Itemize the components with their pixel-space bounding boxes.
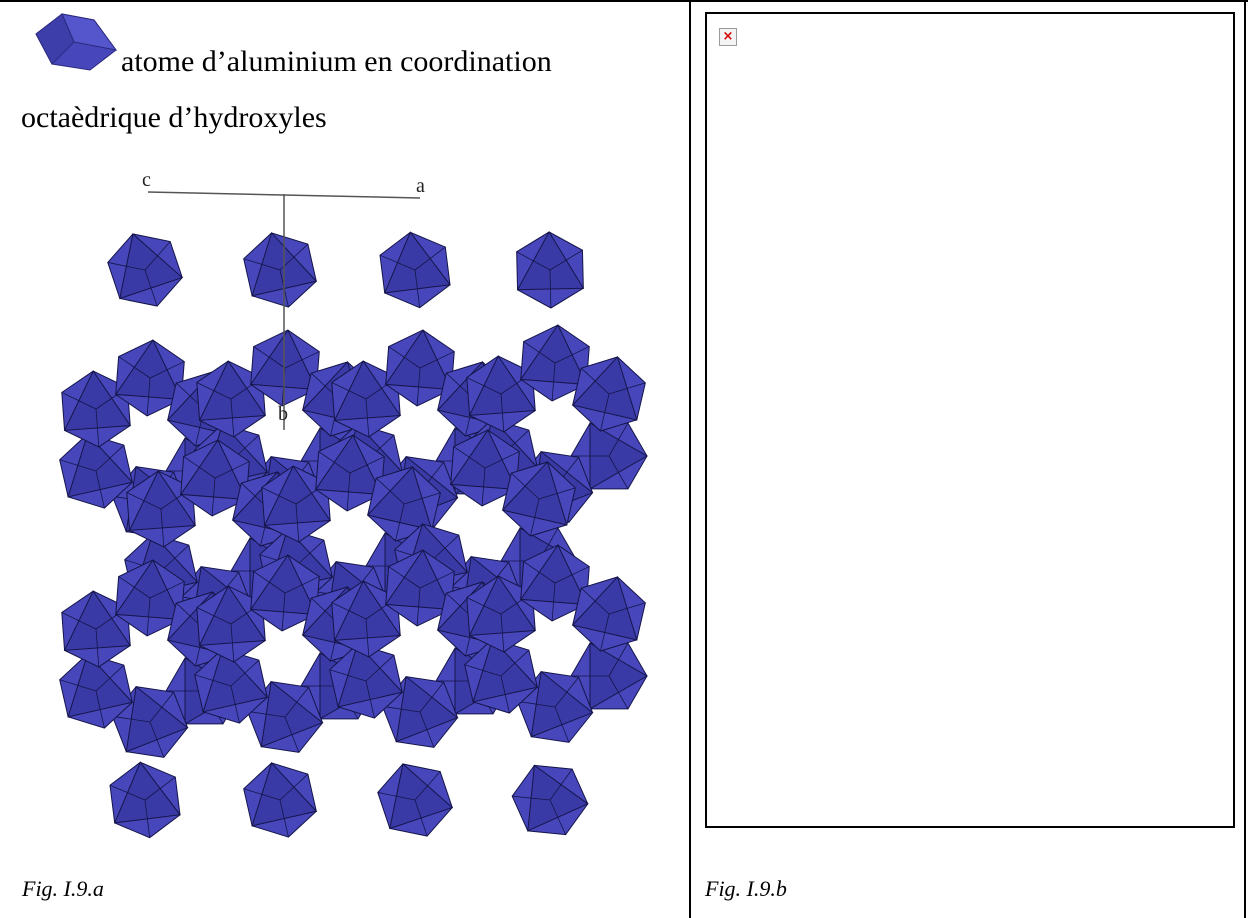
octahedron xyxy=(329,642,404,719)
octahedron xyxy=(243,761,318,838)
octahedron xyxy=(126,470,197,548)
broken-image-icon: × xyxy=(719,28,737,46)
octahedron xyxy=(519,324,590,402)
octahedron xyxy=(384,329,455,407)
octahedron xyxy=(519,544,590,622)
octahedron xyxy=(114,559,185,637)
caption-fig-a: Fig. I.9.a xyxy=(22,876,104,901)
octahedron xyxy=(570,422,648,490)
image-placeholder-frame: × xyxy=(705,12,1235,828)
octahedron xyxy=(449,429,520,507)
table-right-border xyxy=(1244,0,1246,918)
octahedra-group xyxy=(59,231,649,839)
caption-fig-b: Fig. I.9.b xyxy=(705,876,787,901)
octahedron xyxy=(511,764,589,836)
axis-label-b: b xyxy=(278,403,288,425)
octahedron xyxy=(379,231,451,309)
octahedron xyxy=(516,231,585,309)
octahedron xyxy=(501,460,576,537)
axis-label-c: c xyxy=(142,169,151,191)
axes: c a b xyxy=(142,169,425,430)
octahedral-layer-structure: c a b xyxy=(59,169,649,839)
octahedron xyxy=(466,355,537,433)
legend-text-line-1: atome d’aluminium en coordination xyxy=(121,45,552,78)
legend-text-line-2: octaèdrique d’hydroxyles xyxy=(21,101,327,134)
octahedron xyxy=(464,637,539,714)
octahedron xyxy=(571,355,646,432)
octahedron xyxy=(61,370,132,448)
octahedron xyxy=(59,652,134,729)
octahedron xyxy=(194,647,269,724)
octahedron xyxy=(314,434,385,512)
octahedron xyxy=(243,231,318,308)
axis-label-a: a xyxy=(416,175,425,197)
octahedron xyxy=(196,585,267,663)
octahedron xyxy=(381,675,459,748)
octahedron xyxy=(466,575,537,653)
octahedron xyxy=(61,590,132,668)
octahedron xyxy=(179,439,250,517)
octahedron xyxy=(516,670,594,743)
octahedron xyxy=(384,549,455,627)
octahedron xyxy=(107,233,184,307)
octahedron xyxy=(59,432,134,509)
octahedron xyxy=(249,554,320,632)
octahedron xyxy=(571,575,646,652)
aluminium-octahedron-icon xyxy=(35,13,118,71)
octahedron xyxy=(366,465,441,542)
octahedron xyxy=(331,580,402,658)
table-top-border xyxy=(0,0,1248,2)
octahedron xyxy=(261,465,332,543)
octahedron xyxy=(109,761,181,839)
octahedron xyxy=(114,339,185,417)
column-divider xyxy=(689,0,691,918)
octahedron xyxy=(377,763,454,837)
